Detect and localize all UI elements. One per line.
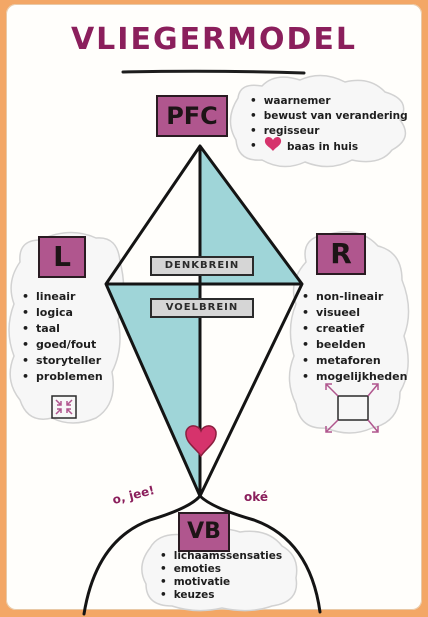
vb-box: VB [178, 512, 230, 552]
list-item: storyteller [22, 353, 122, 369]
pfc-box: PFC [156, 95, 228, 137]
heart-small-icon [264, 137, 282, 151]
list-item: bewust van verandering [250, 109, 420, 124]
arrows-inward-icon [51, 395, 77, 419]
list-item: waarnemer [250, 94, 420, 109]
left-list: lineair logica taal goed/fout storytelle… [22, 289, 122, 385]
list-bullet: • [250, 140, 257, 152]
title-underline [121, 69, 306, 75]
list-item: emoties [160, 563, 300, 576]
list-item: lineair [22, 289, 122, 305]
pfc-heart-item: baas in huis [287, 141, 359, 153]
vb-list: lichaamssensaties emoties motivatie keuz… [160, 550, 300, 602]
list-item: metaforen [302, 353, 420, 369]
list-item: non-lineair [302, 289, 420, 305]
heart-icon [185, 425, 217, 458]
ground-hill [82, 493, 322, 616]
list-item: keuzes [160, 589, 300, 602]
left-box: L [38, 236, 86, 278]
list-item: logica [22, 305, 122, 321]
voelbrein-label: VOELBREIN [150, 298, 254, 318]
list-item: lichaamssensaties [160, 550, 300, 563]
right-box: R [316, 233, 366, 275]
list-item: goed/fout [22, 337, 122, 353]
list-item: visueel [302, 305, 420, 321]
list-item: problemen [22, 369, 122, 385]
right-list: non-lineair visueel creatief beelden met… [302, 289, 420, 385]
list-item: creatief [302, 321, 420, 337]
page-title: VLIEGERMODEL [70, 22, 358, 57]
list-item: mogelijkheden [302, 369, 420, 385]
list-item: beelden [302, 337, 420, 353]
ok-text: oké [244, 490, 269, 504]
denkbrein-label: DENKBREIN [150, 256, 254, 276]
pfc-list: waarnemer bewust van verandering regisse… [250, 94, 420, 139]
list-item: taal [22, 321, 122, 337]
list-item: regisseur [250, 124, 420, 139]
list-item: motivatie [160, 576, 300, 589]
